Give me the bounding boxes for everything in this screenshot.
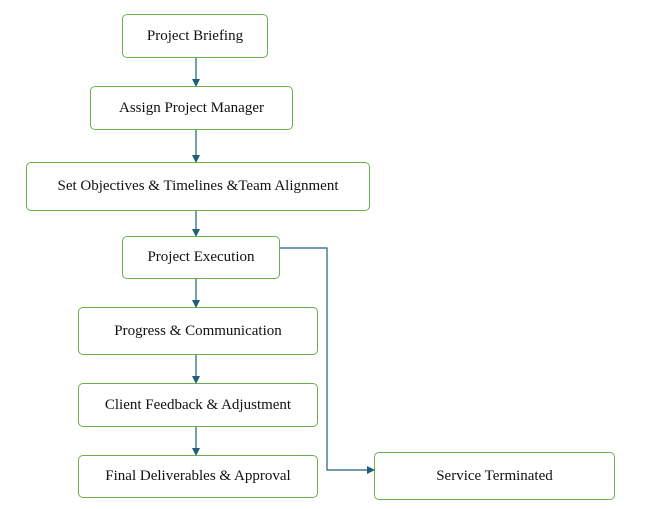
node-set-objectives: Set Objectives & Timelines &Team Alignme… <box>26 162 370 211</box>
node-project-briefing: Project Briefing <box>122 14 268 58</box>
node-project-execution: Project Execution <box>122 236 280 279</box>
node-assign-project-manager: Assign Project Manager <box>90 86 293 130</box>
node-final-deliverables: Final Deliverables & Approval <box>78 455 318 498</box>
node-client-feedback: Client Feedback & Adjustment <box>78 383 318 427</box>
arrow-execution-to-terminated <box>280 247 375 474</box>
node-progress-communication: Progress & Communication <box>78 307 318 355</box>
node-service-terminated: Service Terminated <box>374 452 615 500</box>
